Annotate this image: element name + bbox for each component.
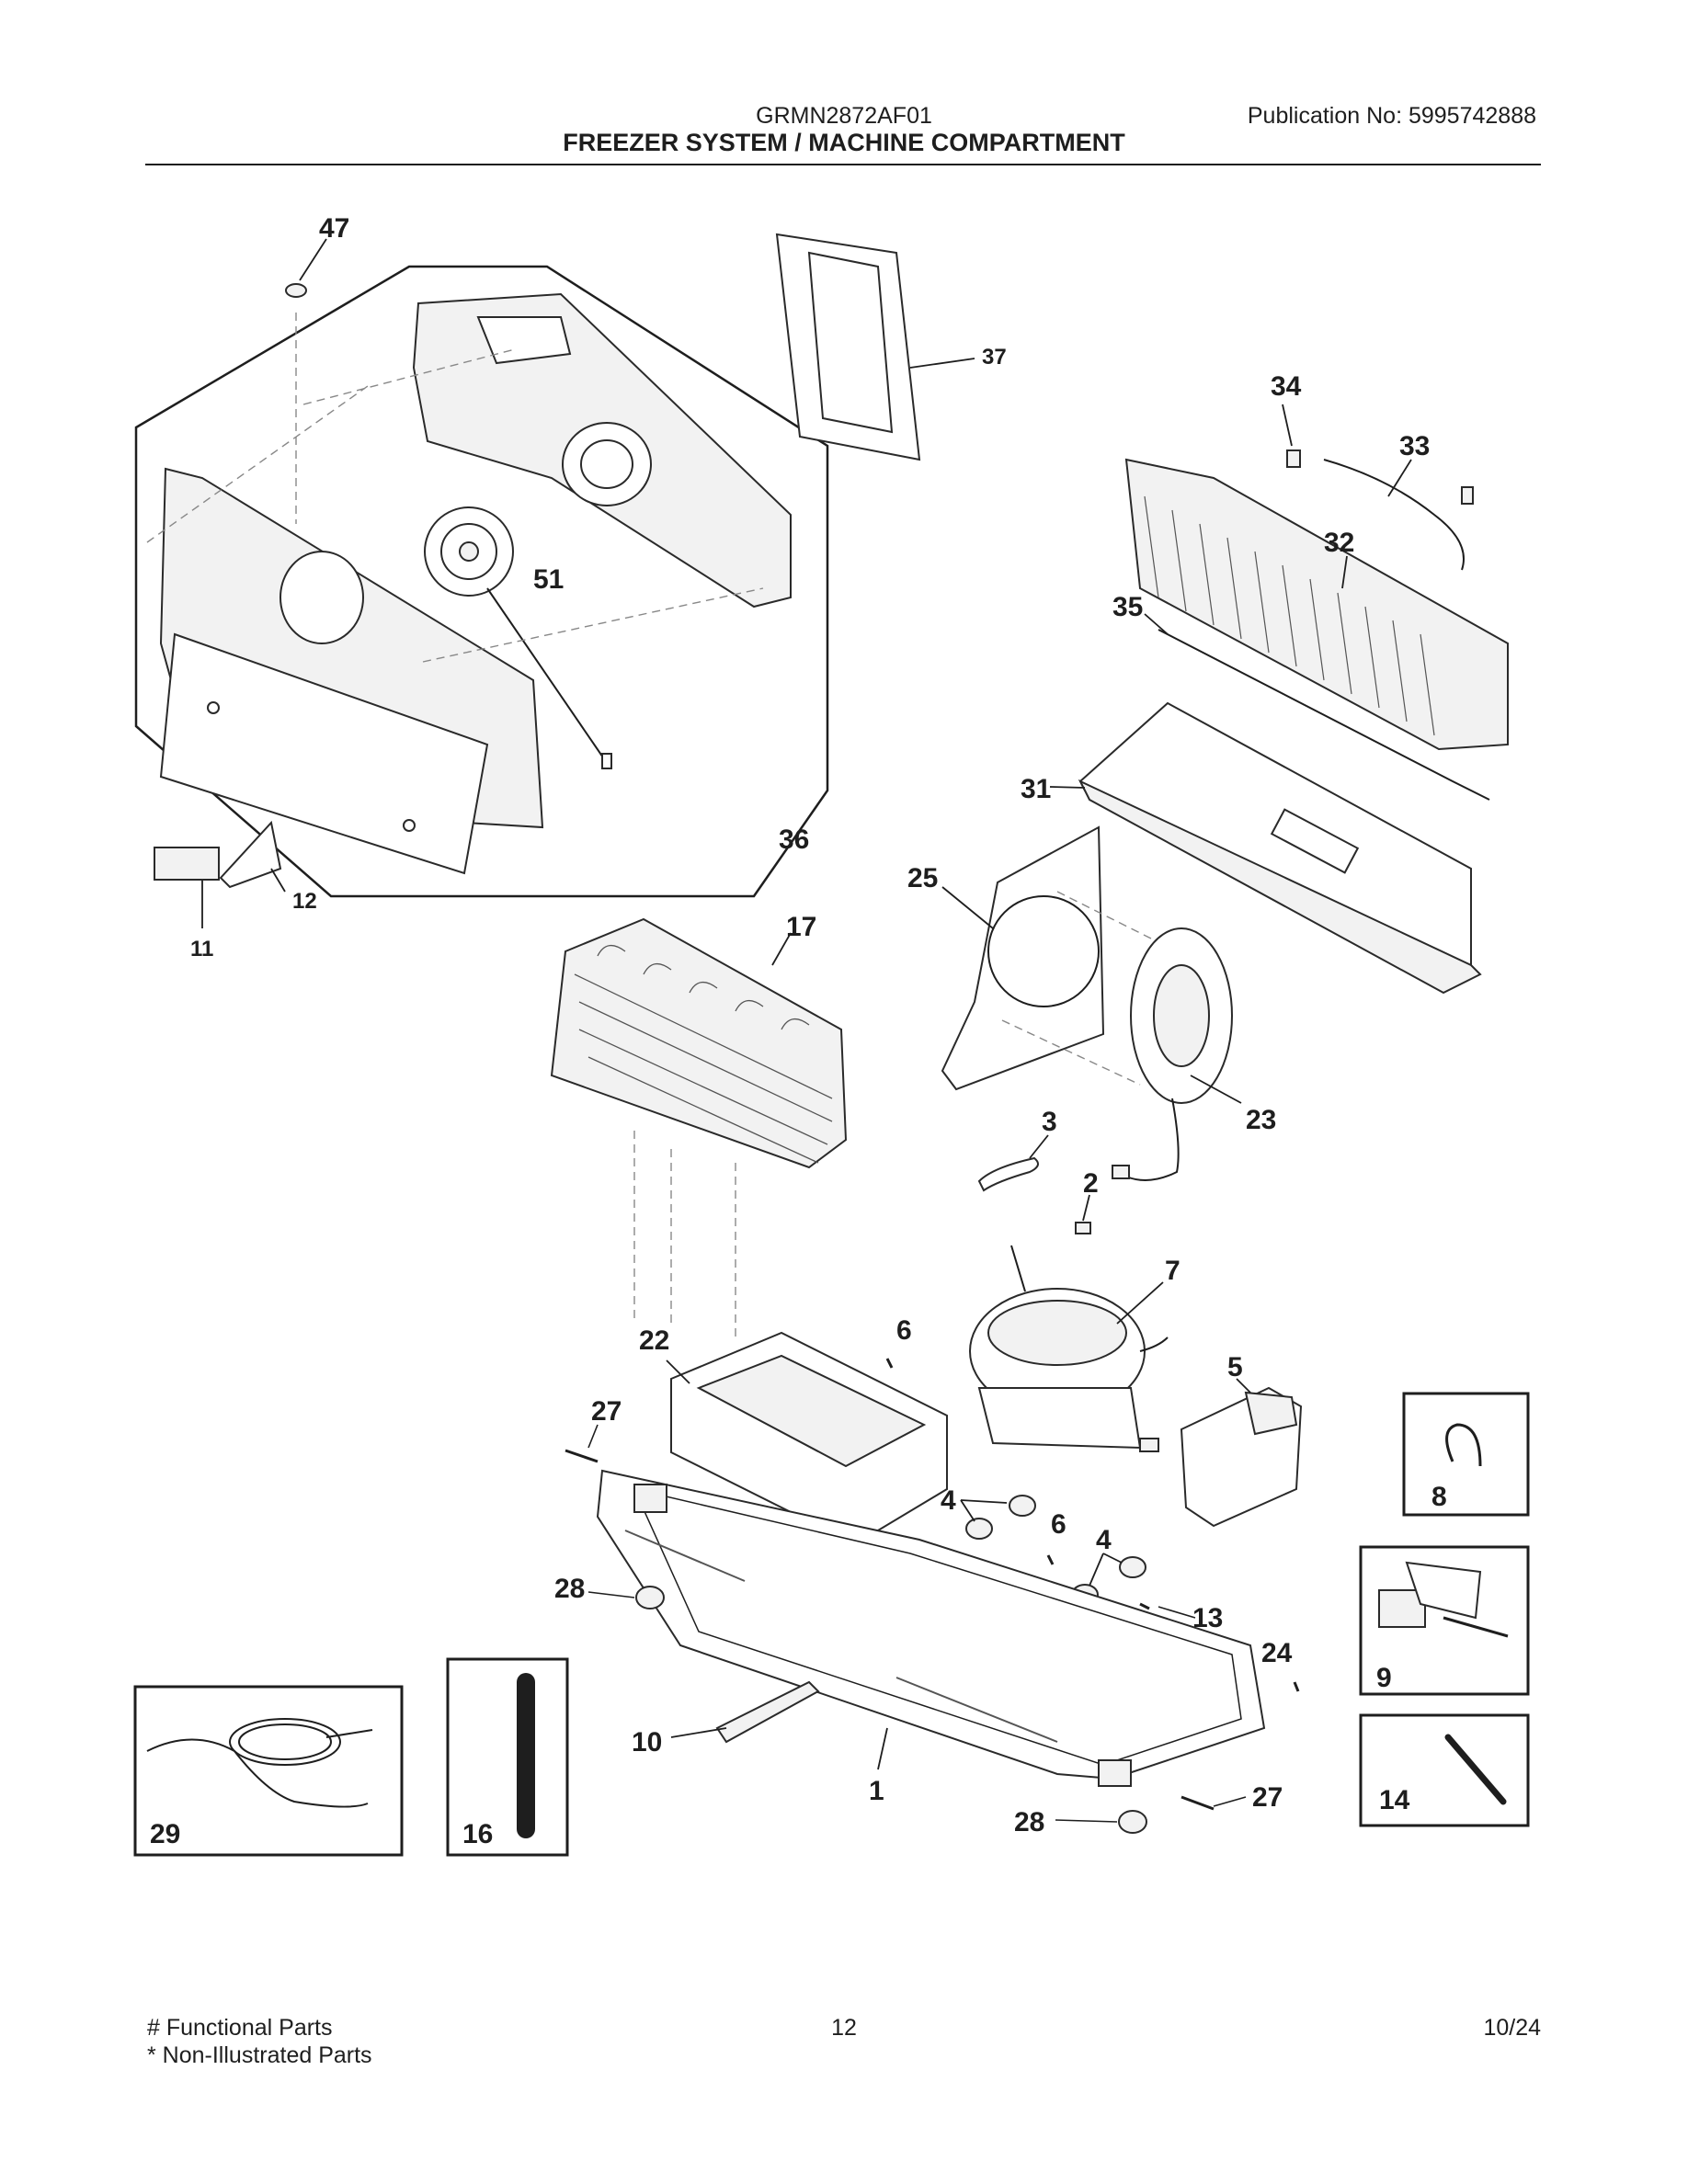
part-17-condenser [550,917,848,1342]
part-1-base-pan [596,1469,1266,1787]
callout-labels: 47 37 34 33 32 35 51 31 36 25 12 11 17 2… [150,213,1447,1849]
callout-22: 22 [639,1325,669,1356]
callout-11: 11 [190,937,213,961]
callout-33: 33 [1399,431,1430,461]
callout-1: 1 [869,1776,884,1806]
part-7-compressor [969,1245,1169,1450]
callout-9: 9 [1376,1663,1392,1693]
part-16-box [446,1657,569,1857]
callout-12: 12 [292,889,317,914]
part-8-box [1402,1392,1530,1517]
callout-5: 5 [1227,1352,1243,1382]
callout-27a: 27 [591,1396,622,1427]
model-number: GRMN2872AF01 [756,103,932,129]
callout-13: 13 [1192,1603,1223,1633]
publication-number: Publication No: 5995742888 [1247,103,1536,129]
callout-6a: 6 [896,1315,912,1346]
callout-17: 17 [786,912,816,942]
callout-2: 2 [1083,1168,1099,1199]
callout-28a: 28 [554,1574,585,1604]
part-34-33-sensors [1282,404,1474,571]
part-14-box [1359,1713,1530,1827]
callout-10: 10 [632,1727,662,1757]
callout-16: 16 [462,1819,493,1849]
part-47-clip [285,238,327,298]
callout-14: 14 [1379,1785,1410,1815]
small-screws [885,1358,1300,1692]
header-divider [145,164,1541,165]
callout-7: 7 [1165,1256,1180,1286]
callout-4b: 4 [1096,1525,1112,1555]
part-9-box [1359,1545,1530,1696]
part-31-drain-trough [1049,701,1482,995]
part-29-box [133,1685,404,1857]
publication-date: 10/24 [1483,2015,1541,2041]
callout-29: 29 [150,1819,180,1849]
part-27-28-fasteners [565,1424,1247,1834]
fan-housing-assembly [134,265,829,898]
part-25-fan-shroud [941,825,1205,1091]
callout-36: 36 [779,825,809,855]
footnote-non-illustrated-parts: * Non-Illustrated Parts [147,2042,372,2068]
callout-24: 24 [1261,1638,1293,1668]
part-12-11-cover [154,820,286,928]
callout-35: 35 [1112,592,1143,622]
callout-25: 25 [907,863,938,893]
page-number: 12 [831,2015,857,2041]
callout-27b: 27 [1252,1782,1283,1813]
part-32-evaporator [1124,458,1509,801]
callout-47: 47 [319,213,349,244]
callout-6b: 6 [1051,1509,1066,1540]
footnote-functional-parts: # Functional Parts [147,2015,333,2041]
callout-23: 23 [1246,1105,1276,1135]
callout-28b: 28 [1014,1807,1044,1837]
part-22-drain-pan [666,1331,948,1546]
part-3-bracket [977,1134,1049,1192]
callout-3: 3 [1042,1107,1057,1137]
part-2-clip [1075,1194,1091,1234]
callout-51: 51 [533,564,564,595]
callout-8: 8 [1431,1482,1447,1512]
part-23-condenser-fan [1112,927,1242,1181]
callout-31: 31 [1021,774,1051,804]
part-5-start-relay [1139,1378,1303,1528]
page-title: FREEZER SYSTEM / MACHINE COMPARTMENT [563,129,1125,156]
callout-4a: 4 [941,1485,956,1516]
callout-34: 34 [1271,371,1302,402]
part-37-baffle [775,233,975,461]
callout-32: 32 [1324,528,1354,558]
callout-37: 37 [982,345,1007,370]
